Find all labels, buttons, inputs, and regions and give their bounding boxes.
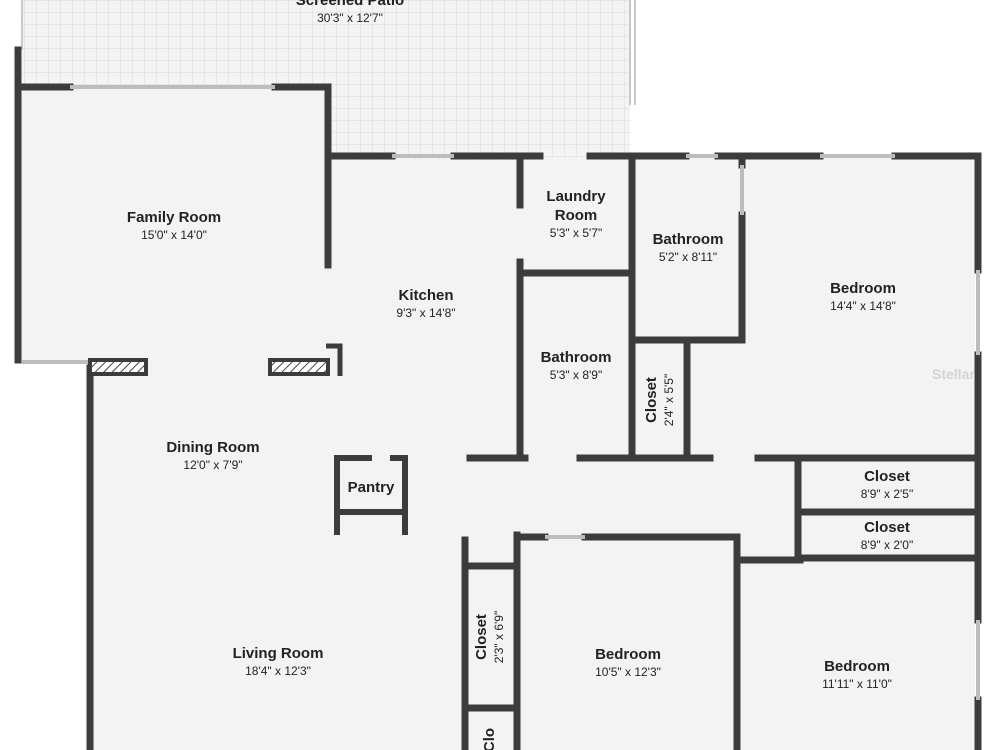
room-label-bedroom-right: Bedroom 11'11" x 11'0" — [787, 657, 927, 692]
room-dimensions: 5'2" x 8'11" — [658, 250, 718, 264]
room-label-closet-left: Closet 2'3" x 6'9" — [472, 597, 508, 677]
room-label-closet-right-2: Closet 8'9" x 2'0" — [812, 518, 962, 553]
room-name: Closet — [643, 377, 660, 423]
room-name: Bathroom — [540, 349, 612, 366]
room-dimensions: 5'3" x 5'7" — [549, 226, 603, 240]
patio-outline — [21, 0, 636, 105]
room-name: Pantry — [347, 479, 395, 496]
room-label-closet-right-1: Closet 8'9" x 2'5" — [812, 467, 962, 502]
room-dimensions: 30'3" x 12'7" — [317, 11, 383, 25]
room-label-dining-room: Dining Room 12'0" x 7'9" — [138, 438, 288, 473]
room-name-line-2: Room — [554, 207, 598, 224]
room-dimensions: 12'0" x 7'9" — [183, 458, 243, 472]
room-name-line-1: Laundry — [546, 188, 606, 205]
room-label-kitchen: Kitchen 9'3" x 14'8" — [356, 286, 496, 321]
room-name: Dining Room — [166, 439, 260, 456]
room-dimensions: 18'4" x 12'3" — [245, 664, 311, 678]
room-label-laundry-room: Laundry Room 5'3" x 5'7" — [526, 187, 626, 241]
room-name: Closet — [473, 614, 490, 660]
room-label-bathroom-upper: Bathroom 5'2" x 8'11" — [638, 230, 738, 265]
room-dimensions: 2'3" x 6'9" — [492, 610, 506, 664]
room-name: Clo — [481, 727, 498, 750]
wall-stub-left — [88, 358, 148, 376]
room-name: Living Room — [232, 645, 324, 662]
room-label-family-room: Family Room 15'0" x 14'0" — [74, 208, 274, 243]
room-name: Bedroom — [595, 646, 661, 663]
room-name: Bedroom — [824, 658, 890, 675]
room-label-closet-cut: Clo — [480, 720, 500, 750]
wall-stub-right — [268, 358, 330, 376]
room-dimensions: 14'4" x 14'8" — [830, 299, 896, 313]
room-label-bedroom-upper: Bedroom 14'4" x 14'8" — [783, 279, 943, 314]
room-name: Closet — [864, 519, 910, 536]
room-label-living-room: Living Room 18'4" x 12'3" — [198, 644, 358, 679]
room-name: Kitchen — [398, 287, 454, 304]
room-label-pantry: Pantry — [337, 478, 405, 497]
wall-stub-corner — [326, 343, 343, 376]
windows — [22, 85, 980, 700]
room-dimensions: 9'3" x 14'8" — [396, 306, 456, 320]
room-name: Bedroom — [830, 280, 896, 297]
room-dimensions: 11'11" x 11'0" — [822, 677, 892, 691]
room-name: Bathroom — [652, 231, 724, 248]
room-dimensions: 2'4" x 5'5" — [662, 373, 676, 427]
room-label-screened-patio: Screened Patio 30'3" x 12'7" — [250, 0, 450, 26]
room-dimensions: 15'0" x 14'0" — [141, 228, 207, 242]
walls — [14, 46, 982, 750]
room-label-closet-small: Closet 2'4" x 5'5" — [642, 360, 678, 440]
room-dimensions: 5'3" x 8'9" — [549, 368, 603, 382]
room-name: Family Room — [126, 209, 222, 226]
room-name: Screened Patio — [295, 0, 405, 9]
room-dimensions: 8'9" x 2'5" — [860, 487, 914, 501]
watermark-logo: Stellar — [932, 366, 975, 382]
room-label-bedroom-center: Bedroom 10'5" x 12'3" — [568, 645, 688, 680]
room-dimensions: 10'5" x 12'3" — [595, 665, 661, 679]
room-name: Closet — [864, 468, 910, 485]
room-dimensions: 8'9" x 2'0" — [860, 538, 914, 552]
pantry-walls — [334, 455, 408, 535]
room-label-bathroom-center: Bathroom 5'3" x 8'9" — [526, 348, 626, 383]
